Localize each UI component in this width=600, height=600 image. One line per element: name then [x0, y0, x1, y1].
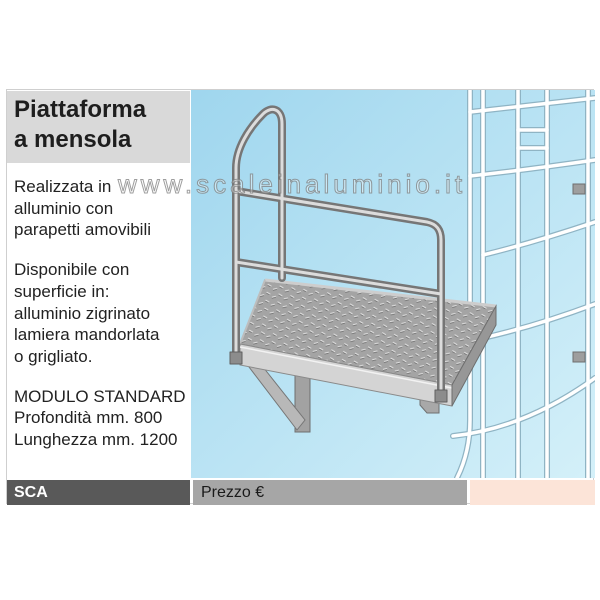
product-code: SCA [7, 480, 190, 505]
deck-side-face [451, 304, 497, 407]
price-value-cell [470, 480, 595, 505]
price-label: Prezzo € [193, 480, 467, 505]
product-title-line2: a mensola [14, 126, 132, 153]
description-line: alluminio zigrinato [14, 303, 151, 323]
description-line: lamiera mandorlata [14, 325, 160, 345]
description-line: alluminio con [14, 198, 114, 218]
description-line: Realizzata in [14, 177, 112, 196]
product-description: Realizzata in alluminio con parapetti am… [14, 176, 189, 451]
depth-value: Profondità mm. 800 [14, 408, 163, 428]
product-title-line1: Piattaforma [14, 96, 147, 123]
description-line: Disponibile con [14, 260, 130, 280]
description-dimensions: MODULO STANDARD Profondità mm. 800 Lungh… [14, 386, 189, 451]
description-line: parapetti amovibili [14, 220, 152, 240]
product-illustration [191, 90, 595, 478]
left-post-base [229, 351, 243, 365]
handrail [229, 109, 448, 403]
deck-front-highlight [239, 346, 453, 389]
product-title: Piattaforma a mensola [7, 91, 190, 163]
description-line: superficie in: [14, 281, 110, 301]
cage-clamp [572, 351, 586, 363]
description-materials: Realizzata in alluminio con parapetti am… [14, 176, 189, 241]
ladder-cage [453, 90, 595, 478]
module-label: MODULO STANDARD [14, 386, 186, 406]
description-surfaces: Disponibile con superficie in: alluminio… [14, 259, 189, 368]
deck-back-rim [264, 278, 497, 308]
length-value: Lunghezza mm. 1200 [14, 430, 178, 450]
deck-left-rim [239, 279, 266, 345]
cage-clamp [572, 183, 586, 195]
right-post-base [434, 389, 448, 403]
description-line: o grigliato. [14, 346, 93, 366]
